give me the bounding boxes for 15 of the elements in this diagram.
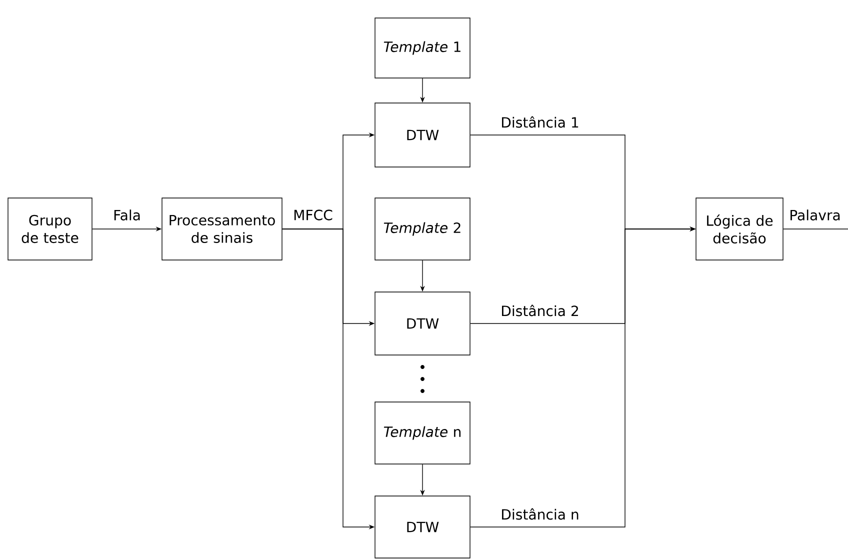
dtw-box: DTW — [374, 496, 470, 558]
decision-box: Lógica de decisão — [696, 198, 784, 260]
dtw-box: DTW — [374, 292, 470, 356]
edge-label: Palavra — [788, 208, 842, 222]
dtw-box: DTW — [374, 102, 470, 168]
edge-label: Distância 2 — [499, 304, 581, 318]
edge-label: Distância 1 — [499, 115, 581, 129]
edge-label: MFCC — [292, 208, 334, 222]
process-box: Grupo de teste — [8, 198, 92, 260]
process-box: Processamento de sinais — [162, 198, 282, 260]
edge-label: Distância n — [499, 507, 581, 521]
edge-label: Fala — [112, 208, 142, 222]
template-box: Template n — [374, 402, 470, 464]
template-box: Template 2 — [374, 198, 470, 260]
template-box: Template 1 — [374, 18, 470, 78]
